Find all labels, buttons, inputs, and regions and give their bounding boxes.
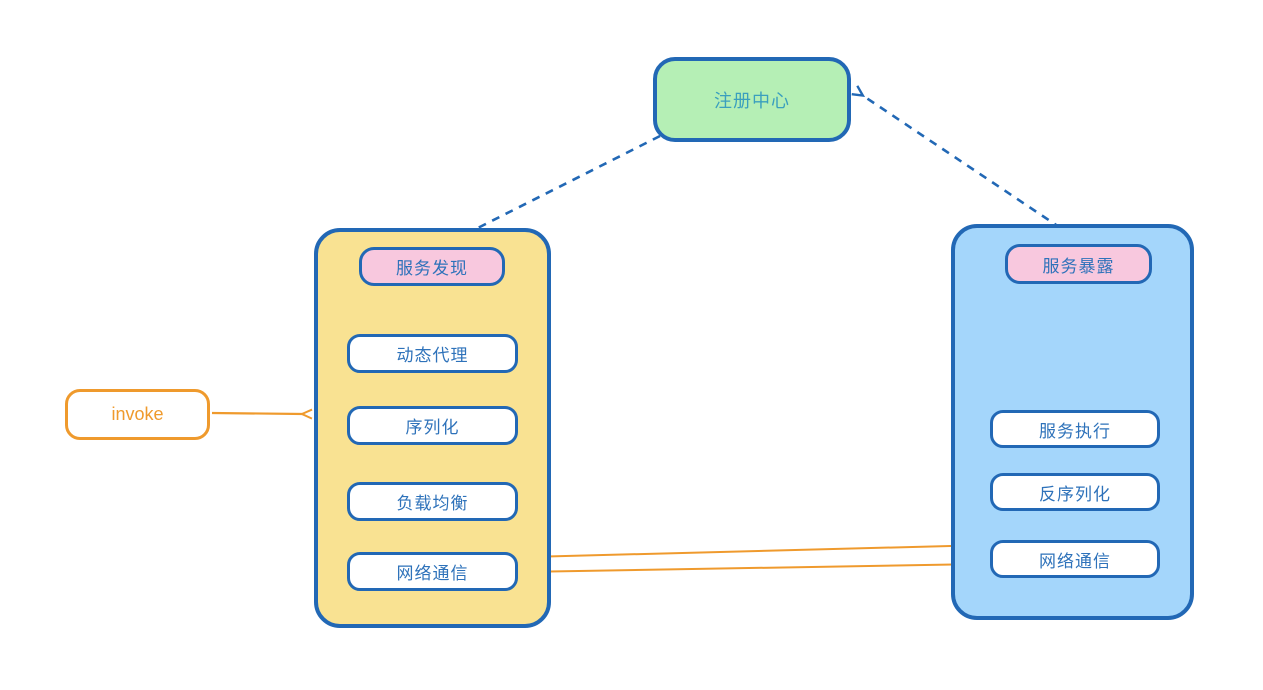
provider-title: 服务暴露 xyxy=(1005,244,1152,284)
registry-node: 注册中心 xyxy=(653,57,851,142)
provider-title-label: 服务暴露 xyxy=(1042,256,1115,276)
consumer-item-dynamic-proxy: 动态代理 xyxy=(347,334,518,373)
invoke-label: invoke xyxy=(111,404,164,424)
invoke-node: invoke xyxy=(65,389,210,440)
edge-provider-network-to-consumer-network xyxy=(518,544,989,563)
item-label: 序列化 xyxy=(405,418,460,437)
item-label: 负载均衡 xyxy=(396,494,469,513)
edge-consumer-network-to-provider-network xyxy=(520,558,992,573)
item-label: 服务执行 xyxy=(1039,421,1111,441)
item-label: 网络通信 xyxy=(396,564,469,583)
provider-item-execution: 服务执行 xyxy=(990,410,1160,448)
item-label: 动态代理 xyxy=(396,346,469,365)
consumer-item-network: 网络通信 xyxy=(347,552,518,591)
registry-label: 注册中心 xyxy=(714,90,790,111)
provider-item-deserialization: 反序列化 xyxy=(990,473,1160,511)
item-label: 反序列化 xyxy=(1039,484,1111,504)
consumer-title-label: 服务发现 xyxy=(396,259,468,278)
consumer-title: 服务发现 xyxy=(359,247,505,286)
provider-item-network: 网络通信 xyxy=(990,540,1160,578)
consumer-item-load-balance: 负载均衡 xyxy=(347,482,518,521)
item-label: 网络通信 xyxy=(1039,551,1111,571)
consumer-item-serialization: 序列化 xyxy=(347,406,518,445)
edge-invoke-to-consumer xyxy=(211,408,313,420)
edge-provider-to-registry xyxy=(851,85,1087,247)
edge-registry-to-consumer xyxy=(441,134,661,251)
